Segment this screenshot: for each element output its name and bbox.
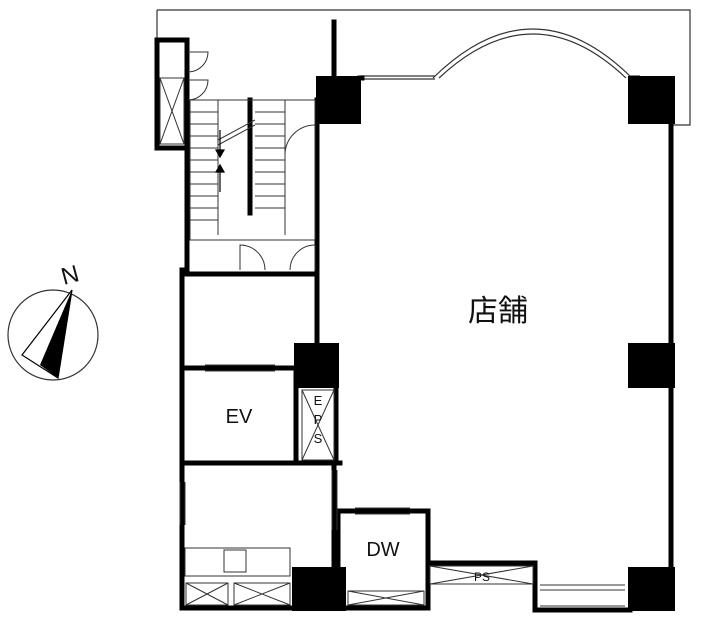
store-label: 店舗 xyxy=(468,295,528,328)
outer-thin-outline xyxy=(156,9,691,126)
windows xyxy=(179,364,625,607)
bay-window-arc xyxy=(432,28,633,79)
door-swing xyxy=(239,244,266,271)
door-swing xyxy=(284,124,316,156)
dumbwaiter-label: DW xyxy=(366,539,399,561)
ps-shaft xyxy=(429,565,534,585)
door-swing xyxy=(289,244,316,271)
eps-shaft xyxy=(301,389,335,461)
column xyxy=(292,567,346,611)
column xyxy=(628,76,675,124)
north-label: N xyxy=(58,260,82,291)
door-swing xyxy=(187,51,209,73)
staircase xyxy=(189,99,316,241)
shaft-boxes xyxy=(159,77,425,606)
structural-columns xyxy=(292,76,675,611)
door-swing xyxy=(187,79,209,101)
column xyxy=(628,343,675,388)
column xyxy=(628,567,675,611)
elevator-label: EV xyxy=(226,406,253,428)
north-arrow-fill xyxy=(40,290,72,378)
structural-walls xyxy=(154,19,674,613)
compass: N xyxy=(7,260,99,381)
column xyxy=(294,343,339,388)
doors xyxy=(187,51,316,271)
column xyxy=(316,76,361,124)
pipe-shaft-label: PS xyxy=(474,570,490,584)
stair-arrows xyxy=(214,130,226,192)
